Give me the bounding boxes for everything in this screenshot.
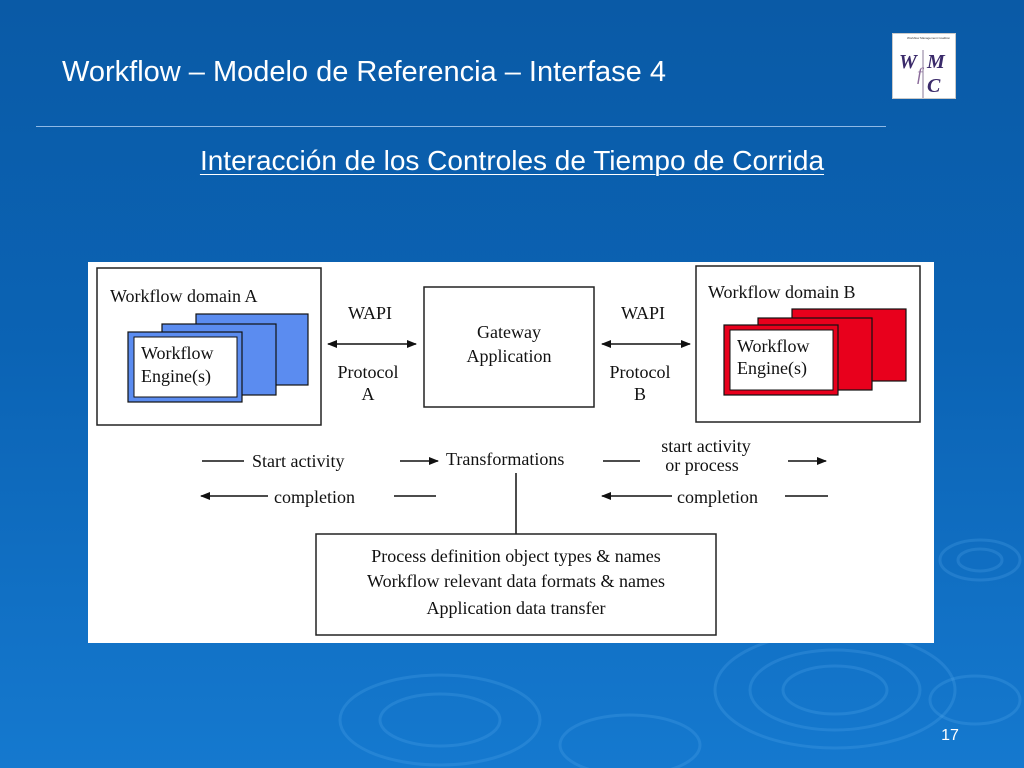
logo-letter-m: M (926, 51, 946, 73)
diagram-canvas: Workflow domain A Workflow Engine(s) WAP… (96, 265, 921, 636)
protocol-a-line2: A (362, 384, 375, 404)
gateway-line1: Gateway (477, 322, 541, 342)
title-divider (36, 126, 886, 127)
wapi-label-a: WAPI (348, 303, 392, 323)
page-number: 17 (941, 727, 959, 744)
protocol-b-line1: Protocol (610, 362, 671, 382)
completion-a-label: completion (274, 487, 355, 507)
transformations-label: Transformations (446, 449, 564, 469)
domain-a-engine-label-box (133, 336, 238, 398)
logo-letter-c: C (927, 75, 941, 97)
domain-a-label: Workflow domain A (110, 286, 258, 306)
domain-b-label: Workflow domain B (708, 282, 856, 302)
logo-letter-f: f (917, 64, 925, 84)
protocol-a-line1: Protocol (338, 362, 399, 382)
logo-mark: W f M C (899, 50, 946, 98)
domain-a-engine-line1: Workflow (141, 343, 214, 363)
domain-b-engine-label-box (729, 329, 834, 391)
protocol-b-line2: B (634, 384, 646, 404)
slide-subtitle: Interacción de los Controles de Tiempo d… (199, 145, 825, 176)
gateway-box (423, 286, 595, 408)
start-activity-label: Start activity (252, 451, 344, 471)
logo-letter-w: W (899, 51, 918, 73)
workflow-domain-a: Workflow domain A Workflow Engine(s) (96, 267, 322, 426)
domain-a-engine-line2: Engine(s) (141, 366, 211, 387)
interface-4-diagram: Workflow domain A Workflow Engine(s) WAP… (88, 262, 934, 643)
domain-b-engine-line1: Workflow (737, 336, 810, 356)
notes-box (315, 533, 717, 636)
flow-row: Start activity Transformations start act… (200, 436, 828, 534)
wfmc-logo: Workflow Management Coalition W f M C (892, 33, 956, 99)
note-line-3: Application data transfer (427, 598, 606, 618)
completion-b-label: completion (677, 487, 758, 507)
transformation-notes: Process definition object types & names … (315, 533, 717, 636)
protocol-link-b: WAPI Protocol B (601, 303, 691, 404)
gateway-line2: Application (467, 346, 552, 366)
start-activity-b-line2: or process (665, 455, 738, 475)
note-line-1: Process definition object types & names (371, 546, 660, 566)
protocol-link-a: WAPI Protocol A (327, 303, 417, 404)
domain-b-engine-line2: Engine(s) (737, 358, 807, 379)
note-line-2: Workflow relevant data formats & names (367, 571, 665, 591)
wapi-label-b: WAPI (621, 303, 665, 323)
logo-tagline: Workflow Management Coalition (907, 37, 951, 40)
slide-title: Workflow – Modelo de Referencia – Interf… (62, 56, 666, 88)
gateway-application: Gateway Application (423, 286, 595, 408)
start-activity-b-line1: start activity (661, 436, 750, 456)
workflow-domain-b: Workflow domain B Workflow Engine(s) (695, 265, 921, 423)
